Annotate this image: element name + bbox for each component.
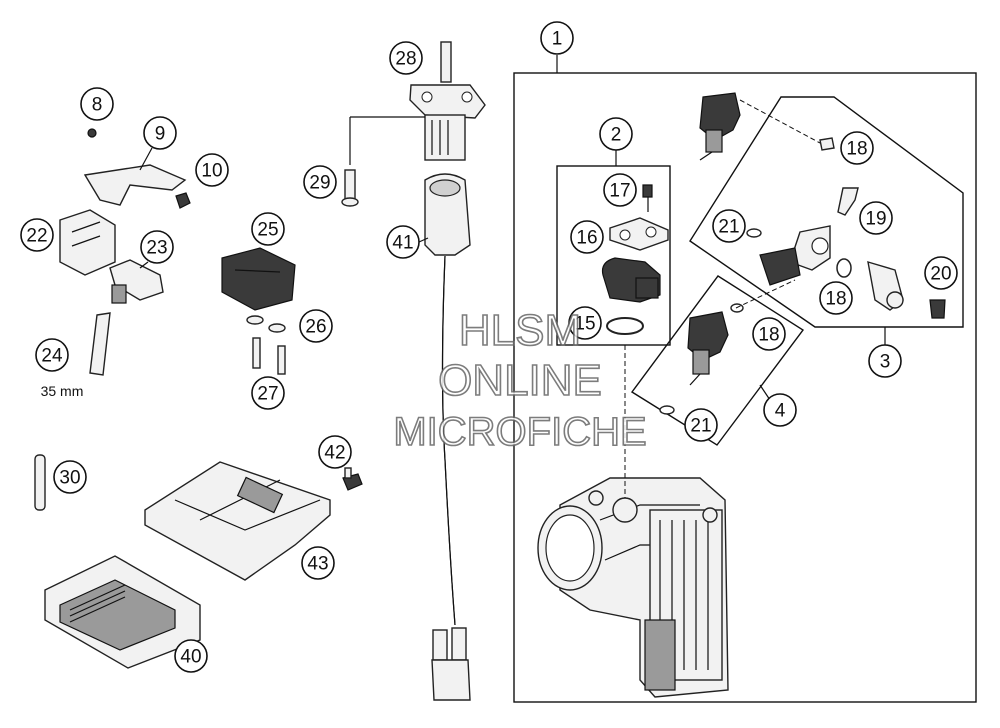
callout-4: 4	[763, 393, 797, 427]
group-box-2	[556, 165, 671, 346]
svg-text:15: 15	[574, 314, 595, 335]
leader-41	[418, 237, 429, 243]
svg-text:1: 1	[552, 29, 563, 50]
svg-text:19: 19	[865, 209, 886, 230]
connector-25	[221, 247, 296, 311]
group-box-1	[513, 72, 977, 703]
nut-10	[175, 192, 191, 209]
svg-text:27: 27	[257, 384, 278, 405]
svg-text:40: 40	[180, 647, 201, 668]
svg-text:43: 43	[307, 554, 328, 575]
callout-26: 26	[299, 309, 333, 343]
callout-29: 29	[303, 165, 337, 199]
svg-text:30: 30	[59, 468, 80, 489]
group-box-3	[689, 96, 964, 328]
wire-harness-41	[424, 173, 471, 701]
callout-15: 15	[568, 306, 602, 340]
svg-text:17: 17	[609, 181, 630, 202]
callout-41: 41	[386, 225, 420, 259]
leader-4	[759, 384, 771, 401]
callout-21-top: 21	[712, 209, 746, 243]
svg-text:8: 8	[92, 95, 103, 116]
bolt-42	[342, 467, 363, 491]
callout-23: 23	[140, 230, 174, 264]
watermark: HLSM ONLINE MICROFICHE	[393, 305, 648, 455]
callout-19: 19	[859, 201, 893, 235]
leader-23	[139, 261, 149, 269]
svg-text:18: 18	[846, 139, 867, 160]
svg-text:10: 10	[201, 161, 222, 182]
bracket-9	[83, 164, 187, 206]
leader-9	[139, 147, 153, 171]
sensor-28	[349, 41, 486, 165]
length-note: 35 mm	[41, 383, 84, 399]
svg-text:20: 20	[930, 264, 951, 285]
callout-9: 9	[143, 116, 177, 150]
sensor-assembly-2	[601, 184, 669, 335]
callout-2: 2	[599, 117, 633, 151]
group-box-4	[630, 275, 805, 446]
callout-24: 24	[35, 338, 69, 372]
callout-43: 43	[301, 546, 335, 580]
callout-20: 20	[924, 256, 958, 290]
callout-18-low: 18	[752, 317, 786, 351]
svg-text:3: 3	[880, 352, 891, 373]
svg-text:41: 41	[392, 233, 413, 254]
svg-text:24: 24	[41, 346, 63, 367]
callout-30: 30	[53, 460, 87, 494]
callout-18-top: 18	[840, 131, 874, 165]
callout-18-mid: 18	[819, 281, 853, 315]
svg-text:21: 21	[690, 416, 711, 437]
svg-text:18: 18	[825, 289, 846, 310]
callout-8: 8	[80, 87, 114, 121]
callout-28: 28	[389, 41, 423, 75]
svg-text:2: 2	[611, 125, 622, 146]
svg-text:42: 42	[324, 443, 345, 464]
svg-text:16: 16	[576, 228, 597, 249]
svg-text:25: 25	[257, 220, 278, 241]
bolt-29	[341, 169, 359, 207]
washers-26	[246, 315, 286, 333]
callout-10: 10	[195, 153, 229, 187]
svg-text:28: 28	[395, 49, 416, 70]
callout-16: 16	[570, 220, 604, 254]
svg-text:18: 18	[758, 325, 779, 346]
callout-1: 1	[540, 21, 574, 55]
svg-text:9: 9	[155, 124, 166, 145]
ecu-bracket-43	[144, 461, 331, 581]
bolt-8	[87, 128, 97, 138]
callout-25: 25	[251, 212, 285, 246]
callout-42: 42	[318, 435, 352, 469]
callout-3: 3	[868, 344, 902, 378]
strap-30	[34, 454, 46, 511]
callout-21-low: 21	[684, 408, 718, 442]
sensor-assembly-3	[699, 92, 946, 319]
svg-text:26: 26	[305, 317, 326, 338]
svg-text:MICROFICHE: MICROFICHE	[393, 410, 646, 454]
throttle-body	[537, 345, 729, 698]
connector-22	[59, 209, 116, 276]
svg-text:4: 4	[775, 401, 786, 422]
svg-text:29: 29	[309, 173, 330, 194]
sensor-assembly-4	[659, 279, 796, 415]
svg-text:HLSM: HLSM	[459, 306, 581, 355]
bolts-27	[252, 337, 286, 375]
svg-text:ONLINE: ONLINE	[438, 356, 602, 405]
sensor-23	[109, 259, 164, 304]
svg-text:22: 22	[26, 226, 47, 247]
svg-text:23: 23	[146, 238, 167, 259]
ecu-40	[44, 555, 201, 669]
callout-40: 40	[174, 639, 208, 673]
callout-22: 22	[20, 218, 54, 252]
hose-24	[89, 312, 111, 376]
callout-17: 17	[603, 173, 637, 207]
svg-text:21: 21	[718, 217, 739, 238]
callout-27: 27	[251, 376, 285, 410]
